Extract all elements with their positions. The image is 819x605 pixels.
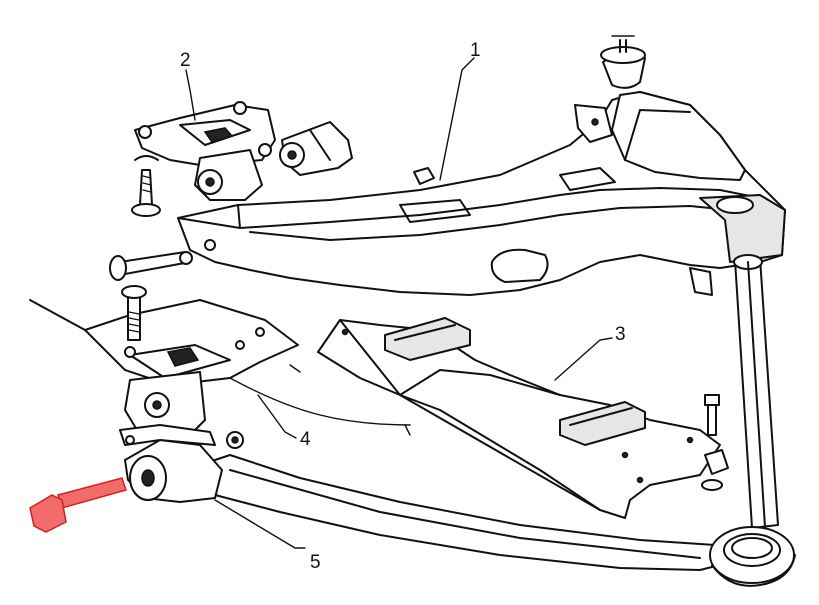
callout-4: 4 <box>300 429 311 450</box>
tension-rod <box>701 254 779 529</box>
callout-5: 5 <box>310 552 321 573</box>
lower-control-arm <box>119 424 796 587</box>
lower-mount-plate <box>317 317 721 519</box>
lower-left-bracket <box>29 251 411 441</box>
highlighted-bolt <box>29 477 127 533</box>
callout-2: 2 <box>180 50 191 71</box>
callout-3: 3 <box>615 324 626 345</box>
callout-1: 1 <box>470 40 481 61</box>
leader-lines <box>185 57 613 549</box>
subframe-crossmember <box>177 35 786 296</box>
upper-mount-bracket <box>131 101 353 217</box>
